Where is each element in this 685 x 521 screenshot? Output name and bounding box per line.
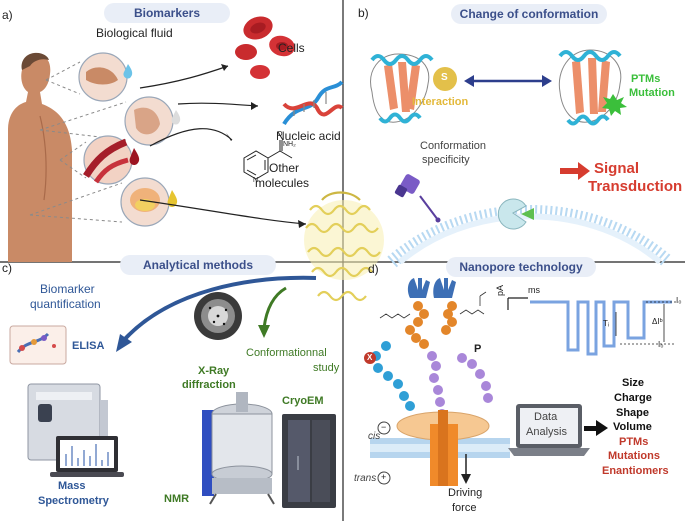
diffraction-pattern-icon [194, 292, 242, 340]
dna-icon [282, 80, 344, 126]
peptide-chain-purple [427, 351, 493, 419]
nanopore-icon [396, 410, 490, 486]
protein-conformation-1-icon [370, 53, 434, 124]
panel-c-letter: c) [2, 261, 12, 275]
panel-b-title: Change of conformation [451, 4, 607, 24]
x-modification-mark: X [367, 353, 373, 362]
cis-minus-sign: − [381, 422, 387, 432]
mutation-label: Mutation [629, 87, 675, 99]
panel-b-letter: b) [358, 6, 369, 20]
output-volume: Volume [613, 421, 652, 433]
laptop-spectrum-icon [50, 436, 124, 477]
sweat-drop [171, 110, 181, 125]
panel-d-title: Nanopore technology [446, 257, 596, 277]
cryoem-icon [282, 414, 336, 508]
quantification-arrow [122, 275, 317, 342]
i0-bottom-label: I₀ [658, 340, 664, 349]
elisa-icon [9, 325, 67, 365]
modification-x-icon [364, 352, 376, 364]
human-figure [8, 52, 72, 262]
biomarker-quantification-label-2: quantification [30, 297, 101, 311]
conformational-arrow [262, 286, 287, 329]
output-mutations: Mutations [608, 450, 660, 462]
protein-structure-icon [304, 191, 384, 302]
panel-a-letter: a) [2, 8, 13, 22]
signal-label: Signal [594, 160, 640, 177]
xray-label-1: X-Ray [198, 365, 230, 377]
ptms-label: PTMs [631, 73, 661, 85]
transduction-label: Transduction [588, 178, 683, 195]
nucleic-acid-label: Nucleic acid [276, 129, 341, 143]
urine-drop [167, 190, 178, 208]
side-chain-structures [379, 291, 487, 319]
receptor-icon [394, 174, 441, 223]
output-charge: Charge [614, 392, 652, 404]
data-analysis-label-2: Analysis [526, 426, 567, 438]
trans-plus-sign: + [381, 472, 387, 482]
cryoem-label: CryoEM [282, 395, 324, 407]
biological-fluid-label: Biological fluid [96, 26, 173, 40]
analysis-output-arrow [584, 420, 608, 436]
saliva-drop [123, 64, 133, 79]
interaction-s-mark: S [441, 72, 448, 83]
p-modification-mark: P [474, 343, 482, 355]
cis-label: cis [368, 431, 381, 442]
gloves-icon [407, 278, 456, 298]
peptide-chain-orange [405, 301, 457, 349]
urine-circle [120, 177, 170, 227]
saliva-circle [78, 52, 128, 102]
molecule-icon [243, 140, 293, 180]
other-molecules-label-2: molecules [255, 176, 310, 190]
peptide-chain-blue [371, 341, 415, 411]
conformational-study-label-2: study [313, 362, 340, 374]
nh2-atom-label: NH₂ [283, 141, 296, 148]
other-molecules-label-1: Other [269, 161, 300, 175]
trans-label: trans [354, 473, 377, 484]
output-ptms: PTMs [619, 436, 649, 448]
panel-d-letter: d) [368, 262, 379, 276]
data-analysis-laptop-icon [508, 404, 590, 456]
conformation-specificity-label-2: specificity [422, 154, 470, 166]
nitrogen-atom-label: N [253, 177, 259, 184]
panel-c-title: Analytical methods [120, 255, 276, 275]
delta-ib-label: ΔIᵇ [652, 317, 663, 326]
conformational-study-label-1: Conformationnal [246, 347, 327, 359]
nmr-label: NMR [164, 493, 190, 505]
driving-force-label-2: force [452, 502, 477, 514]
blood-circle [83, 135, 133, 185]
cells-icon [235, 16, 295, 79]
mass-spectrometry-label-2: Spectrometry [38, 495, 109, 507]
blood-drop [129, 148, 140, 166]
xray-label-2: diffraction [182, 379, 236, 391]
conformation-specificity-label-1: Conformation [420, 140, 487, 152]
driving-force-label-1: Driving [448, 487, 483, 499]
interaction-label: Interaction [412, 96, 469, 108]
nmr-icon [202, 392, 275, 505]
trans-electrode [377, 471, 391, 485]
biomarker-quantification-label-1: Biomarker [40, 282, 95, 296]
ms-axis-label: ms [528, 285, 540, 295]
cells-label: Cells [278, 41, 305, 55]
signal-arrow-icon [560, 162, 590, 180]
i0-top-label: I₀ [676, 296, 682, 305]
ligand-icon [497, 198, 534, 230]
oxygen-atom-label: O [277, 131, 283, 138]
output-size: Size [622, 377, 645, 389]
elisa-label: ELISA [72, 340, 105, 352]
ti-label: Tᵢ [603, 319, 610, 328]
membrane-arc [387, 205, 673, 268]
pa-axis-label: pA [495, 284, 505, 296]
cis-electrode [377, 421, 391, 435]
mutation-star-icon [602, 94, 627, 116]
panel-a-title: Biomarkers [104, 3, 230, 23]
output-shape: Shape [616, 407, 650, 419]
interaction-icon [433, 67, 457, 91]
current-trace [507, 297, 676, 356]
mass-spectrometry-label-1: Mass [58, 480, 86, 492]
output-enantiomers: Enantiomers [602, 465, 669, 477]
data-analysis-label-1: Data [534, 411, 558, 423]
